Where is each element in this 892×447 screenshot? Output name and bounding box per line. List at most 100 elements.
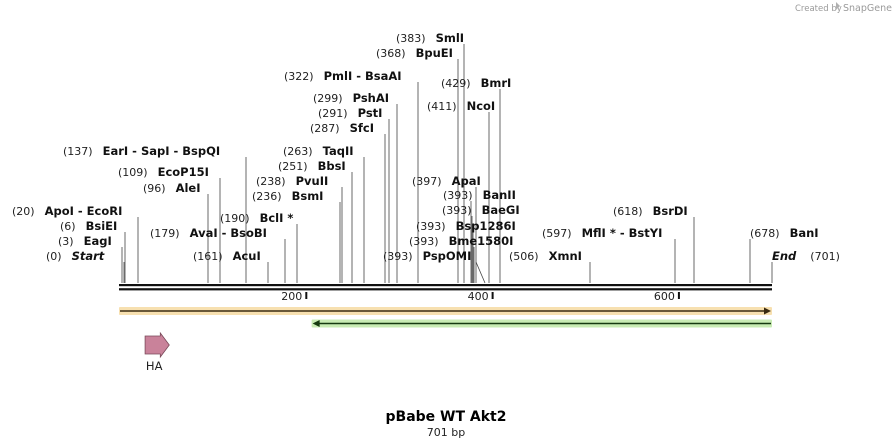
site-position: (0) bbox=[46, 250, 62, 263]
site-position: (161) bbox=[193, 250, 223, 263]
site-position: (701) bbox=[810, 250, 840, 263]
site-name: End bbox=[772, 249, 797, 263]
feature-reverse-bar bbox=[311, 319, 772, 328]
site-position: (190) bbox=[220, 212, 250, 225]
site-position: (299) bbox=[313, 92, 343, 105]
site-labels: (0)Start(3)EagI(6)BsiEI(20)ApoI - EcoRI(… bbox=[12, 31, 840, 263]
site-label-pos-393: (393)BanII bbox=[443, 188, 516, 202]
credit-prefix: Created by bbox=[795, 4, 842, 14]
site-position: (368) bbox=[376, 47, 406, 60]
site-label-pos-251: (251) BbsI bbox=[278, 159, 346, 173]
site-name: BsrDI bbox=[653, 204, 688, 218]
site-label-pos-678: (678) BanI bbox=[750, 226, 819, 240]
backbone-top-strand bbox=[119, 284, 772, 287]
site-label-pos-190: (190) BclI * bbox=[220, 211, 293, 225]
site-name: AcuI bbox=[233, 249, 261, 263]
site-position: (263) bbox=[283, 145, 313, 158]
site-label-pos-383: (383)SmlI bbox=[396, 31, 464, 45]
site-name: PvuII bbox=[296, 174, 329, 188]
credit-brand: SnapGene bbox=[843, 3, 892, 14]
site-label-pos-179: (179)AvaI - BsoBI bbox=[150, 226, 267, 240]
site-name: ApoI - EcoRI bbox=[45, 204, 123, 218]
site-name: BanI bbox=[790, 226, 819, 240]
site-position: (618) bbox=[613, 205, 643, 218]
site-label-pos-506: (506) XmnI bbox=[509, 249, 582, 263]
site-name: MflI * - BstYI bbox=[582, 226, 663, 240]
site-connector-line bbox=[475, 261, 486, 284]
site-position: (238) bbox=[256, 175, 286, 188]
site-position: (411) bbox=[427, 100, 457, 113]
ruler: 200 400 600 bbox=[281, 290, 680, 303]
site-position: (96) bbox=[143, 182, 166, 195]
tag-arrow-icon bbox=[144, 331, 170, 359]
site-position: (287) bbox=[310, 122, 340, 135]
site-position: (291) bbox=[318, 107, 348, 120]
site-name: SfcI bbox=[350, 121, 374, 135]
site-name: Bme1580I bbox=[449, 234, 514, 248]
ruler-tick-label: 600 bbox=[654, 290, 675, 303]
site-label-pos-393: (393)PspOMI bbox=[383, 249, 471, 263]
features: HA bbox=[119, 307, 772, 373]
site-label-pos-236: (236)BsmI bbox=[252, 189, 323, 203]
site-name: PstI bbox=[358, 106, 383, 120]
site-label-pos-291: (291) PstI bbox=[318, 106, 382, 120]
site-label-pos-96: (96)AleI bbox=[143, 181, 201, 195]
site-label-pos-238: (238) PvuII bbox=[256, 174, 328, 188]
ruler-tick bbox=[305, 292, 308, 299]
site-name: PmlI - BsaAI bbox=[324, 69, 402, 83]
site-name: TaqII bbox=[323, 144, 354, 158]
feature-ha-tag: HA bbox=[144, 331, 170, 373]
site-name: BaeGI bbox=[482, 203, 520, 217]
site-label-pos-6: (6)BsiEI bbox=[60, 219, 117, 233]
site-name: EagI bbox=[84, 234, 112, 248]
site-position: (322) bbox=[284, 70, 314, 83]
site-label-pos-287: (287) SfcI bbox=[310, 121, 374, 135]
site-position: (393) bbox=[409, 235, 439, 248]
site-label-pos-263: (263) TaqII bbox=[283, 144, 354, 158]
site-position: (393) bbox=[442, 204, 472, 217]
backbone-bottom-strand bbox=[119, 288, 772, 291]
sequence-backbone bbox=[119, 284, 772, 291]
site-position: (137) bbox=[63, 145, 93, 158]
site-position: (3) bbox=[58, 235, 74, 248]
site-name: BbsI bbox=[318, 159, 346, 173]
site-position: (506) bbox=[509, 250, 539, 263]
site-position: (109) bbox=[118, 166, 148, 179]
site-label-pos-411: (411)NcoI bbox=[427, 99, 495, 113]
site-position: (6) bbox=[60, 220, 76, 233]
site-label-pos-397: (397) ApaI bbox=[412, 174, 481, 188]
site-position: (678) bbox=[750, 227, 780, 240]
site-position: (393) bbox=[443, 189, 473, 202]
site-name: Start bbox=[72, 249, 105, 263]
site-position: (383) bbox=[396, 32, 426, 45]
site-label-pos-393: (393) Bme1580I bbox=[409, 234, 513, 248]
site-position: (597) bbox=[542, 227, 572, 240]
site-position: (397) bbox=[412, 175, 442, 188]
site-position: (236) bbox=[252, 190, 282, 203]
site-name: AvaI - BsoBI bbox=[190, 226, 267, 240]
site-label-pos-3: (3) EagI bbox=[58, 234, 112, 248]
site-name: EarI - SapI - BspQI bbox=[103, 144, 221, 158]
site-label-pos-618: (618) BsrDI bbox=[613, 204, 688, 218]
site-label-pos-429: (429)BmrI bbox=[441, 76, 511, 90]
ruler-tick-label: 400 bbox=[468, 290, 489, 303]
ruler-tick bbox=[677, 292, 680, 299]
site-name: PspOMI bbox=[423, 249, 472, 263]
site-name: EcoP15I bbox=[158, 165, 209, 179]
site-position: (251) bbox=[278, 160, 308, 173]
site-label-pos-161: (161) AcuI bbox=[193, 249, 261, 263]
site-label-pos-368: (368)BpuEI bbox=[376, 46, 453, 60]
site-label-pos-299: (299) PshAI bbox=[313, 91, 389, 105]
site-name: ApaI bbox=[452, 174, 481, 188]
site-name: BclI * bbox=[260, 211, 294, 225]
site-label-pos-393: (393)Bsp1286I bbox=[416, 219, 516, 233]
site-name: PshAI bbox=[353, 91, 389, 105]
site-name: XmnI bbox=[549, 249, 582, 263]
site-lines bbox=[121, 44, 773, 284]
arrow-left-icon bbox=[312, 320, 320, 327]
ruler-tick bbox=[491, 292, 494, 299]
ruler-tick-label: 200 bbox=[281, 290, 302, 303]
plasmid-length: 701 bp bbox=[427, 426, 465, 439]
feature-label: HA bbox=[146, 359, 163, 373]
